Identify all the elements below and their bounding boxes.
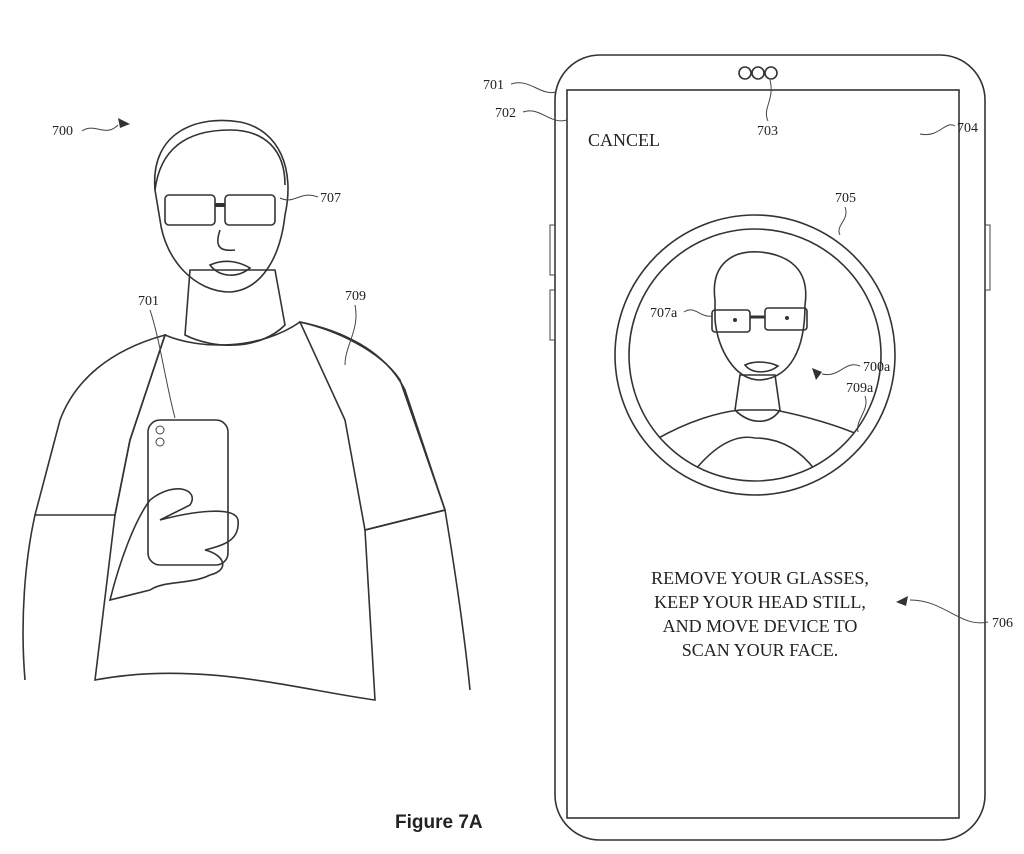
label-device: 701 [483,78,504,93]
side-button [984,224,991,291]
label-preview-user: 700a [863,360,891,375]
sensor-icon [764,66,778,80]
label-preview-shirt: 709a [846,381,874,396]
label-preview-circle: 705 [835,191,856,206]
label-device-in-hand: 701 [138,294,159,309]
label-camera: 703 [757,124,778,139]
volume-up-button [549,224,556,276]
instruction-line: REMOVE YOUR GLASSES, [651,568,869,588]
face-preview [614,214,896,496]
label-display: 702 [495,106,516,121]
device-in-hand [147,419,229,566]
display [566,89,960,819]
label-glasses: 707 [320,191,341,206]
instruction-text: REMOVE YOUR GLASSES, KEEP YOUR HEAD STIL… [651,568,869,660]
shirt-right-sleeve [298,320,447,531]
instruction-line: SCAN YOUR FACE. [682,640,839,660]
figure-caption: Figure 7A [395,812,483,833]
shirt-left-sleeve [33,333,167,516]
instruction-line: KEEP YOUR HEAD STILL, [654,592,866,612]
label-interface: 704 [957,121,978,136]
label-instruction-text: 706 [992,616,1013,631]
head [153,119,289,293]
instruction-line: AND MOVE DEVICE TO [663,616,858,636]
user-illustration [22,119,471,701]
sensor-icon [751,66,765,80]
label-user: 700 [52,124,73,139]
camera-icon [738,66,752,80]
device [549,54,991,841]
neck [184,269,286,347]
hand [108,488,239,602]
cancel-button[interactable]: CANCEL [588,130,660,150]
glasses-icon [164,194,276,226]
hair [154,129,286,191]
label-preview-glasses: 707a [650,306,678,321]
volume-down-button [549,289,556,341]
label-shirt: 709 [345,289,366,304]
